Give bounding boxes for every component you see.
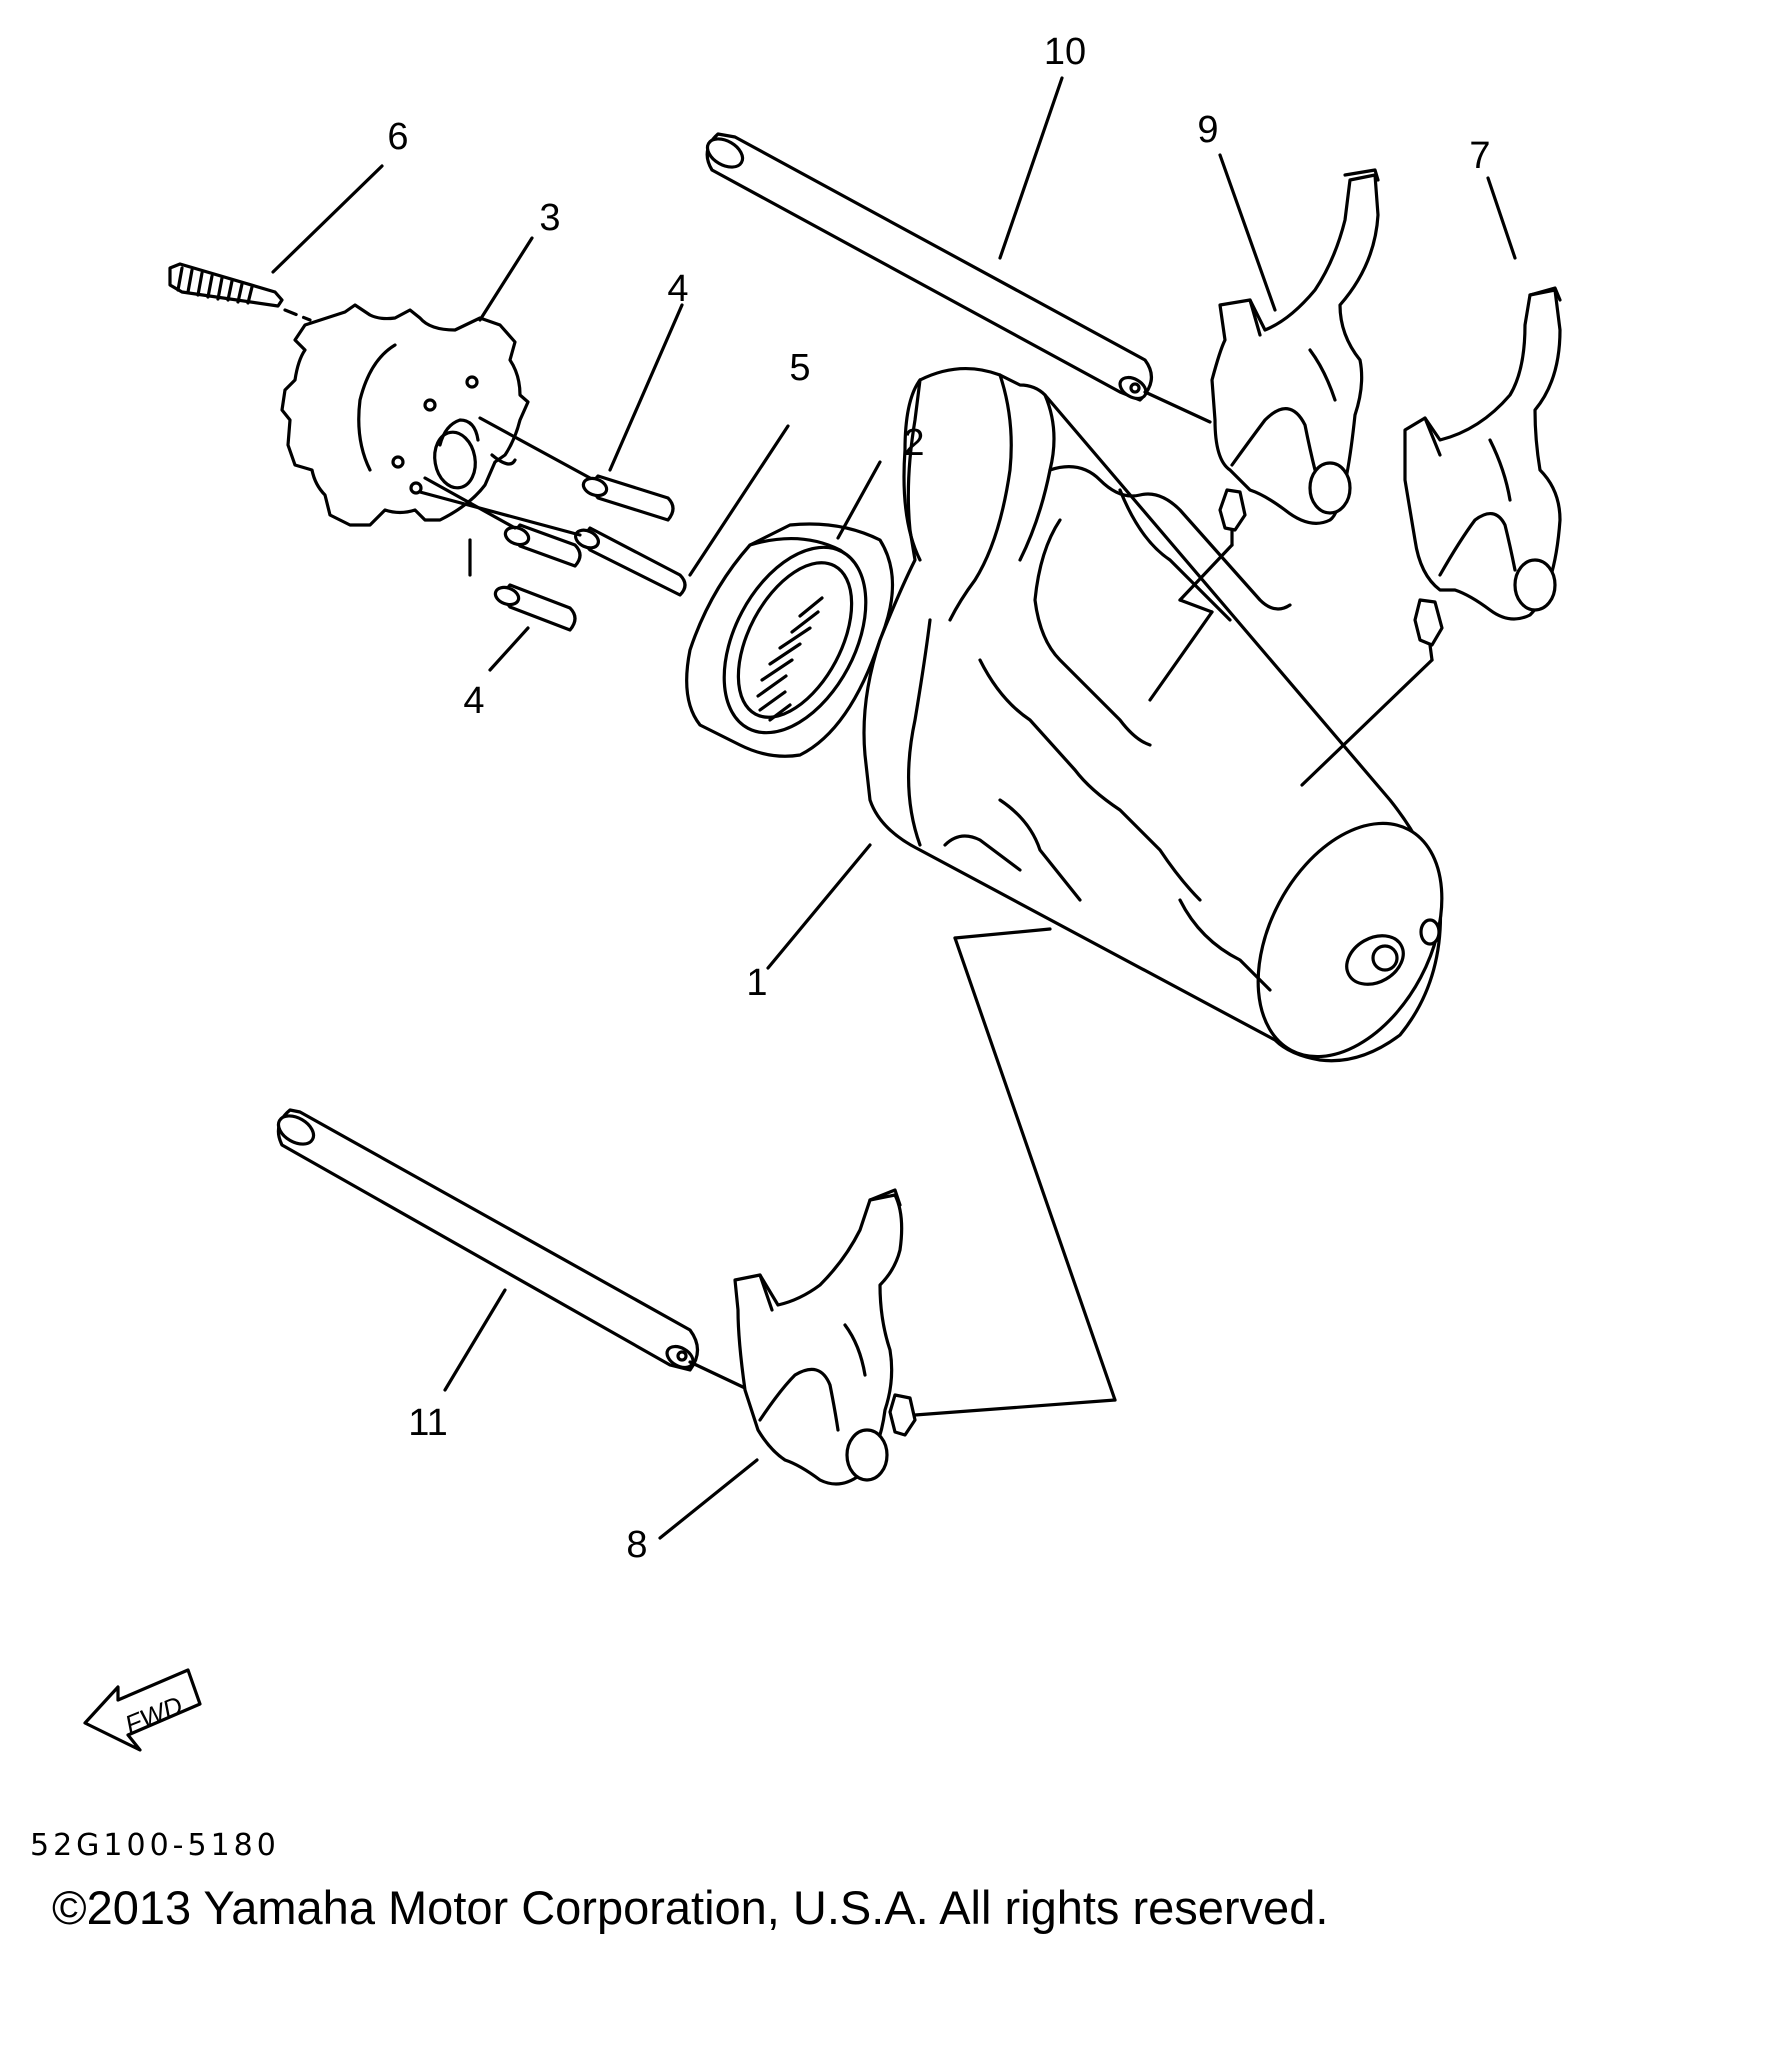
shift-fork-9 — [1210, 168, 1380, 547]
dowel-pin-4-upper — [478, 416, 675, 522]
label-part-10: 10 — [1044, 31, 1086, 73]
label-part-6: 6 — [387, 116, 408, 158]
assembly-lines — [913, 543, 1434, 1417]
fwd-arrow-icon: FWD — [83, 1668, 202, 1752]
shift-fork-shaft-upper — [705, 132, 1212, 424]
dowel-pin-4-lower — [468, 538, 577, 632]
label-part-5: 5 — [789, 347, 810, 389]
leader-lines — [271, 76, 1517, 1540]
shift-drum-segment-3 — [280, 303, 530, 527]
shift-drum-1 — [862, 367, 1444, 1063]
dowel-pin-4-middle — [423, 476, 582, 568]
label-part-7: 7 — [1469, 135, 1490, 177]
screw-6 — [168, 262, 312, 322]
label-part-4-top: 4 — [667, 268, 688, 310]
label-part-2: 2 — [903, 422, 924, 464]
label-part-8: 8 — [626, 1524, 647, 1566]
shift-fork-7 — [1403, 286, 1562, 662]
label-part-3: 3 — [539, 197, 560, 239]
label-part-11: 11 — [408, 1402, 447, 1444]
label-part-9: 9 — [1197, 109, 1218, 151]
shift-fork-shaft-lower — [276, 1108, 747, 1390]
pin-5 — [418, 490, 687, 597]
needle-bearing-2 — [685, 522, 894, 758]
shift-fork-8 — [733, 1188, 917, 1486]
copyright-notice: ©2013 Yamaha Motor Corporation, U.S.A. A… — [52, 1881, 1329, 1934]
label-part-1: 1 — [746, 962, 767, 1004]
drawing-code: 52G100-5180 — [30, 1828, 280, 1863]
label-part-4-bottom: 4 — [463, 680, 484, 722]
